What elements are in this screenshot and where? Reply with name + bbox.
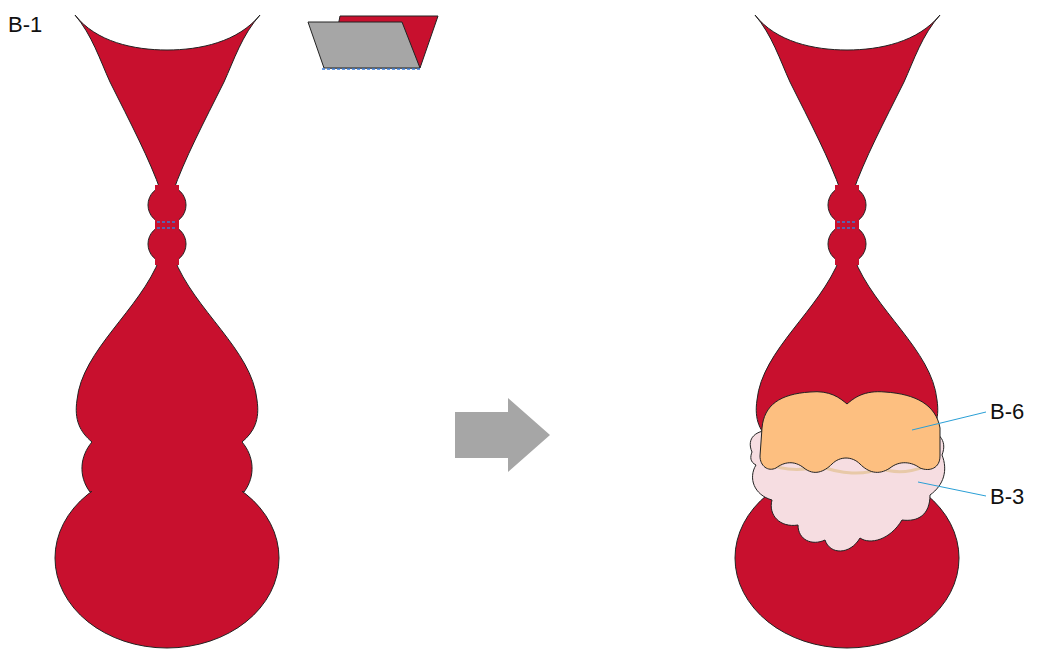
hat-piece <box>735 15 959 648</box>
callout-number: B-6 <box>990 401 1024 423</box>
callout-number: B-3 <box>990 486 1024 508</box>
fold-icon <box>308 16 438 69</box>
part-number: B-1 <box>8 14 42 36</box>
step-arrow <box>455 398 550 472</box>
leader-line <box>918 482 986 496</box>
hat-piece <box>55 15 279 648</box>
leader-line <box>912 412 986 430</box>
